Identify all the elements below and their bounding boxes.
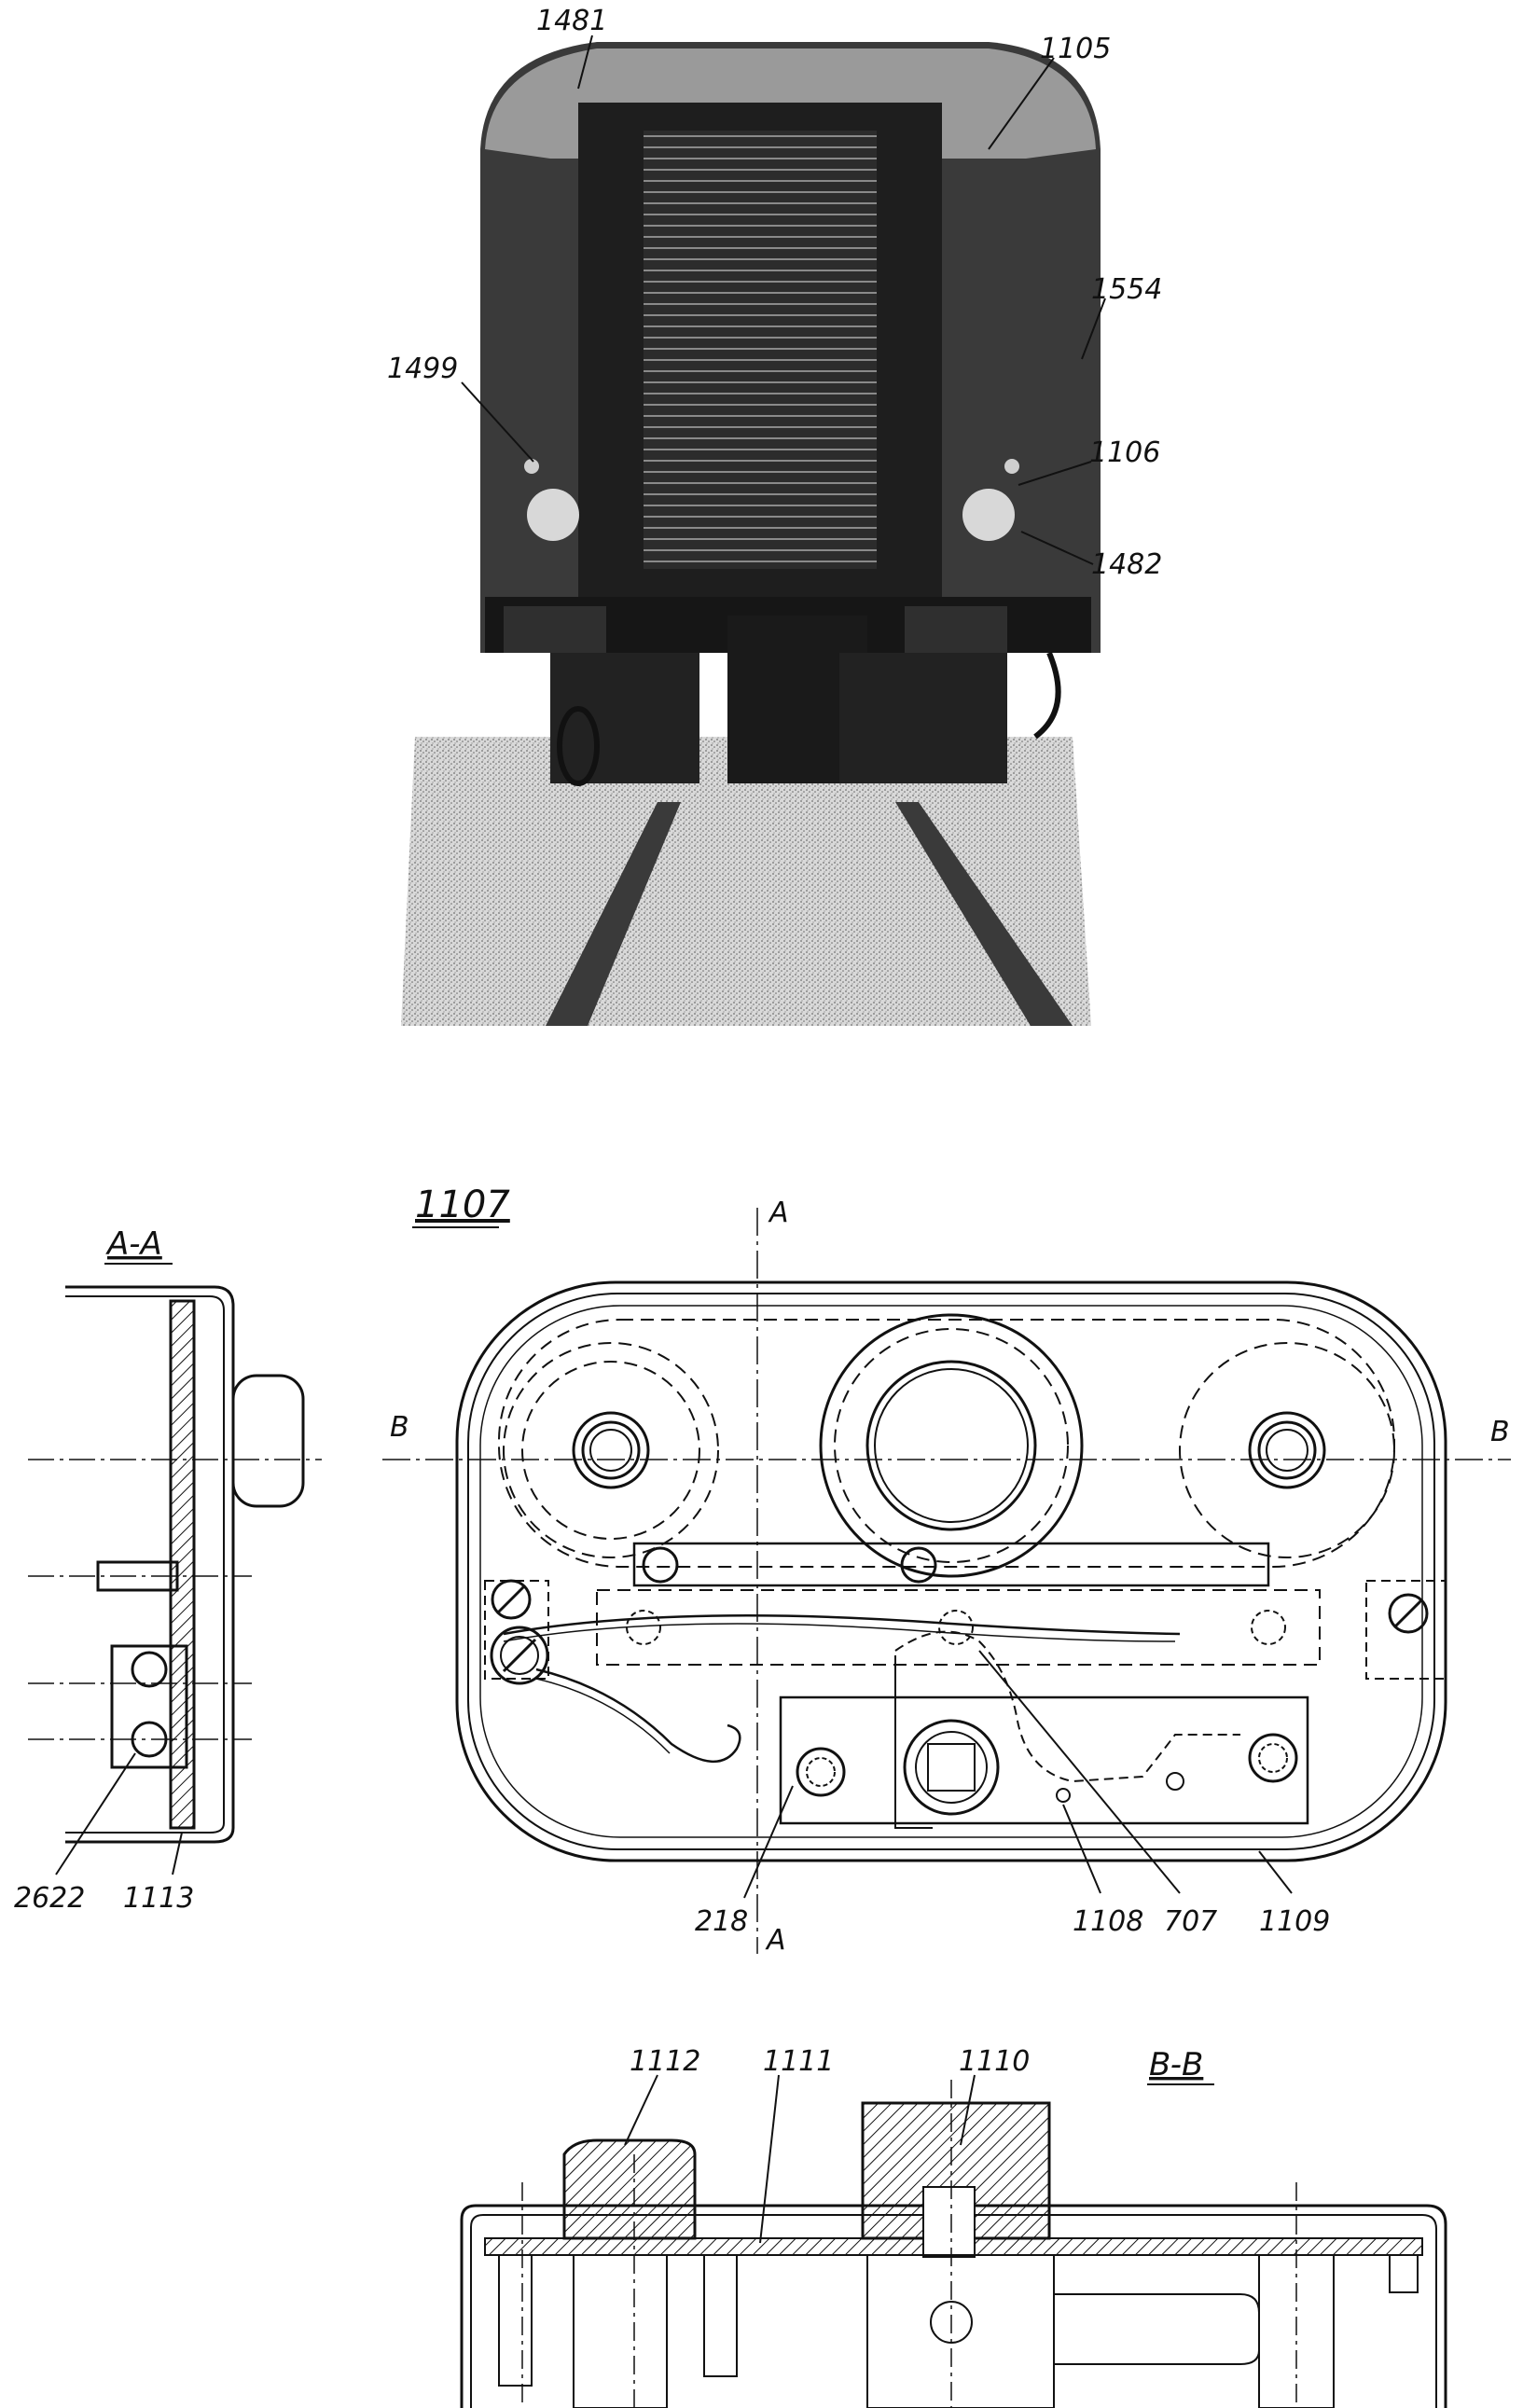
base-plate: [169, 1299, 196, 1830]
section-b-b-title: B-B: [1149, 2046, 1203, 2083]
lens-cap: [231, 1374, 305, 1508]
callout-707: 707: [1164, 1905, 1217, 1938]
section-b-b: B-B 1112 1111 1110: [460, 2045, 1447, 2408]
callout-1110: 1110: [959, 2045, 1030, 2078]
housing-outer: [455, 1280, 1447, 1862]
contact-plate: [779, 1695, 1309, 1825]
housing-outline: [65, 1285, 235, 1844]
bb-lamp-socket: [562, 2138, 697, 2240]
lamp-socket-left: [572, 1411, 650, 1489]
cut-mark-a-top: A: [768, 1197, 789, 1229]
callout-1108: 1108: [1073, 1905, 1143, 1938]
callout-1482: 1482: [1091, 548, 1162, 581]
lamp-socket-right: [1248, 1411, 1326, 1489]
bogie-left: [550, 653, 699, 783]
marker-lamp-left: [524, 459, 539, 474]
hose-right: [1033, 651, 1061, 740]
screw-head: [110, 1644, 188, 1769]
callout-1105: 1105: [1040, 33, 1111, 65]
screw-left-top: [491, 1579, 532, 1620]
tail-lamp-right: [962, 489, 1015, 541]
reflector-bar: [632, 1542, 1270, 1587]
callout-218: 218: [695, 1905, 748, 1938]
callout-1112: 1112: [630, 2045, 700, 2078]
rail-left: [546, 802, 681, 1026]
railcar-photo: 1481 1105 1554 1499 1106 1482: [387, 5, 1162, 1026]
rail-right: [895, 802, 1073, 1026]
spring-wire: [503, 1614, 1181, 1636]
section-a-a: A-A 2622 1113: [14, 1225, 322, 1915]
tail-lamp-left: [527, 489, 579, 541]
buffer-right: [905, 606, 1007, 653]
callout-1113: 1113: [123, 1882, 194, 1915]
callout-1106: 1106: [1089, 436, 1160, 469]
cut-mark-b-left: B: [390, 1411, 409, 1444]
buffer-left: [504, 606, 606, 653]
bulb-holder: [903, 1719, 1000, 1816]
marker-lamp-right: [1004, 459, 1019, 474]
callout-1554: 1554: [1091, 273, 1162, 306]
plan-view-1107: 1107 A A B B: [382, 1183, 1511, 1957]
callout-1481: 1481: [536, 5, 607, 37]
lens-outer-ring: [819, 1313, 1084, 1578]
hook-arm: [535, 1668, 741, 1763]
lens: [865, 1360, 1037, 1531]
gangway-shutter: [644, 131, 877, 569]
callout-1111: 1111: [763, 2045, 834, 2078]
section-a-a-title: A-A: [105, 1225, 162, 1263]
callout-1499: 1499: [387, 353, 458, 385]
screw-left-bottom: [490, 1626, 549, 1685]
screw-right: [1388, 1593, 1429, 1634]
callout-1109: 1109: [1259, 1905, 1330, 1938]
bogie-right: [839, 653, 1007, 783]
cut-mark-b-right: B: [1490, 1416, 1510, 1448]
hose-left: [557, 706, 600, 786]
cut-mark-a-bottom: A: [765, 1924, 786, 1957]
callout-2622: 2622: [14, 1882, 85, 1915]
contact-spring: [894, 1630, 1240, 1783]
plan-view-title: 1107: [415, 1183, 510, 1226]
